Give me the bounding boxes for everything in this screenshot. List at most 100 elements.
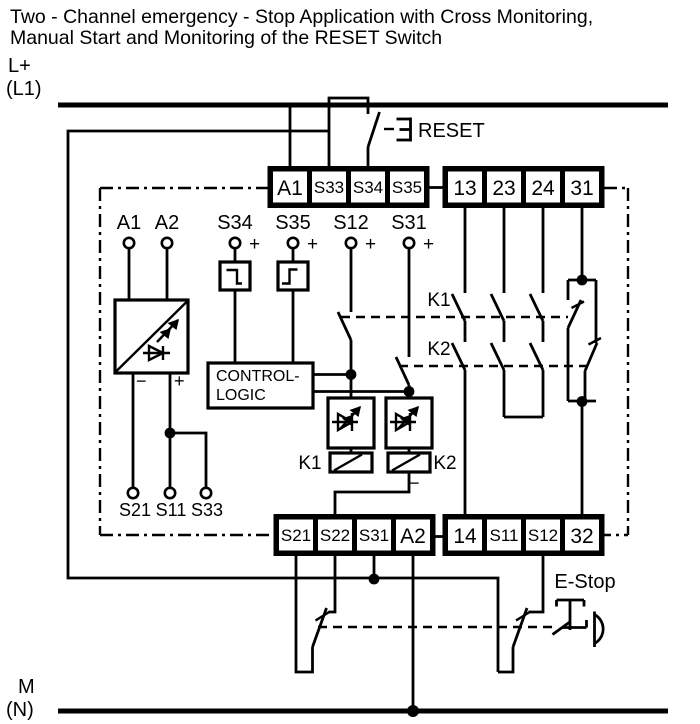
s31-column [394,248,415,398]
output-column-13 [450,206,467,518]
terminal-14: 14 [453,525,477,548]
terminal-s31-bottom: S31 [359,526,389,545]
k1-led-arrowhead-1 [349,406,361,417]
estop-mushroom-head [593,613,605,645]
col24-k1-blade [528,293,545,322]
power-supply-unit: − + S21 S11 S33 [113,248,223,520]
point-a1-circle [122,236,136,250]
junction-a2-rail [407,705,419,717]
point-s31-circle [402,236,416,250]
junction-31-top [576,274,588,286]
aux-nc-path-31-32 [566,206,602,518]
terminal-13: 13 [453,177,476,200]
k1-led-arrowhead-2 [342,414,354,426]
start-input-symbols [218,248,310,363]
point-s34-circle [228,236,242,250]
point-s33-circle [199,486,213,500]
k2-coil-slash [391,453,421,472]
s12-k1-contact-blade [336,311,353,341]
terminal-32: 32 [570,525,593,548]
point-s35-label: S35 [275,212,311,234]
control-logic-label-1: CONTROL- [216,368,300,385]
terminal-s35: S35 [392,178,422,197]
point-s33-label: S33 [191,500,223,520]
control-logic: CONTROL- LOGIC [206,361,409,410]
s12-column [336,248,357,380]
plus-s34: + [249,234,260,255]
estop1-tick [314,610,331,622]
k2-relay-coil: K2 − [333,451,457,518]
terminal-block-top-left: A1 S33 S34 S35 [267,166,430,208]
aux-k2-nc-blade [583,342,599,372]
col13-k1-blade [450,293,467,322]
reset-contact-blade [366,111,381,148]
aux-k1-nc-tick [570,300,585,310]
control-logic-box [206,361,315,410]
point-s31-label: S31 [391,212,427,234]
title-line-1: Two - Channel emergency - Stop Applicati… [10,6,593,28]
terminal-s21: S21 [281,526,311,545]
device-enclosure-border [98,186,630,537]
point-s11-circle [163,486,177,500]
terminal-a2: A2 [400,525,426,548]
bottom-rail-label: M [18,676,35,698]
s31-k2-contact-blade [394,356,411,386]
diagram-title: Two - Channel emergency - Stop Applicati… [10,6,593,49]
psu-arrowhead-1 [167,319,179,330]
bottom-rail-alt-label: (N) [6,699,34,721]
reset-label: RESET [418,120,485,142]
plus-s31: + [423,234,434,255]
estop2-tick [515,610,532,622]
point-a2-label: A2 [155,212,179,234]
psu-box [113,298,190,375]
top-rail-alt-label: (L1) [6,78,42,100]
point-s12-label: S12 [333,212,369,234]
col13-k2-blade [450,342,467,371]
relay-contact-rows: K1 K2 [341,290,590,368]
psu-minus-label: − [136,371,147,391]
terminal-24: 24 [531,177,555,200]
psu-arrowhead-2 [159,328,171,339]
point-s21-label: S21 [119,500,151,520]
terminal-23: 23 [492,177,515,200]
estop-actuator-icon [551,598,605,647]
terminal-block-bottom-right: 14 S11 S12 32 [442,514,605,556]
k2-coil-label: K2 [433,453,456,474]
s35-step-box [276,260,310,292]
top-rail-label: L+ [8,55,31,77]
terminal-31: 31 [570,177,593,200]
terminal-block-top-right: 13 23 24 31 [442,166,605,208]
s34-pulse-icon [226,268,242,285]
title-line-2: Manual Start and Monitoring of the RESET… [10,27,442,49]
terminal-s34: S34 [353,178,383,197]
s35-step-icon [282,268,298,285]
internal-top-points: A1 A2 S34 S35 S12 S31 + + + + [117,212,434,255]
point-s12-circle [344,236,358,250]
plus-s12: + [365,234,376,255]
k1-coil-label: K1 [298,453,321,474]
terminal-s12: S12 [528,526,558,545]
point-a2-circle [160,236,174,250]
junction-s31-loop [368,573,380,585]
wire-left-loop [66,129,500,672]
k2-led-arrowhead-2 [400,414,412,426]
psu-diagonal [115,300,188,373]
point-s21-circle [126,486,140,500]
terminal-a1: A1 [277,177,303,200]
k1-row-label: K1 [427,290,450,311]
terminal-s33: S33 [314,178,344,197]
estop-label: E-Stop [554,571,615,593]
k1-coil-slash [333,453,363,472]
terminal-s11: S11 [490,526,519,545]
estop-channel-2 [498,556,545,674]
col23-k1-blade [489,293,506,322]
k1-coil-box [328,451,374,474]
k1-relay-coil: K1 [298,451,374,474]
terminal-s22: S22 [320,526,350,545]
point-a1-label: A1 [117,212,141,234]
s34-pulse-box [218,260,252,292]
output-column-24 [504,206,545,419]
coil-return-wire [333,472,411,518]
